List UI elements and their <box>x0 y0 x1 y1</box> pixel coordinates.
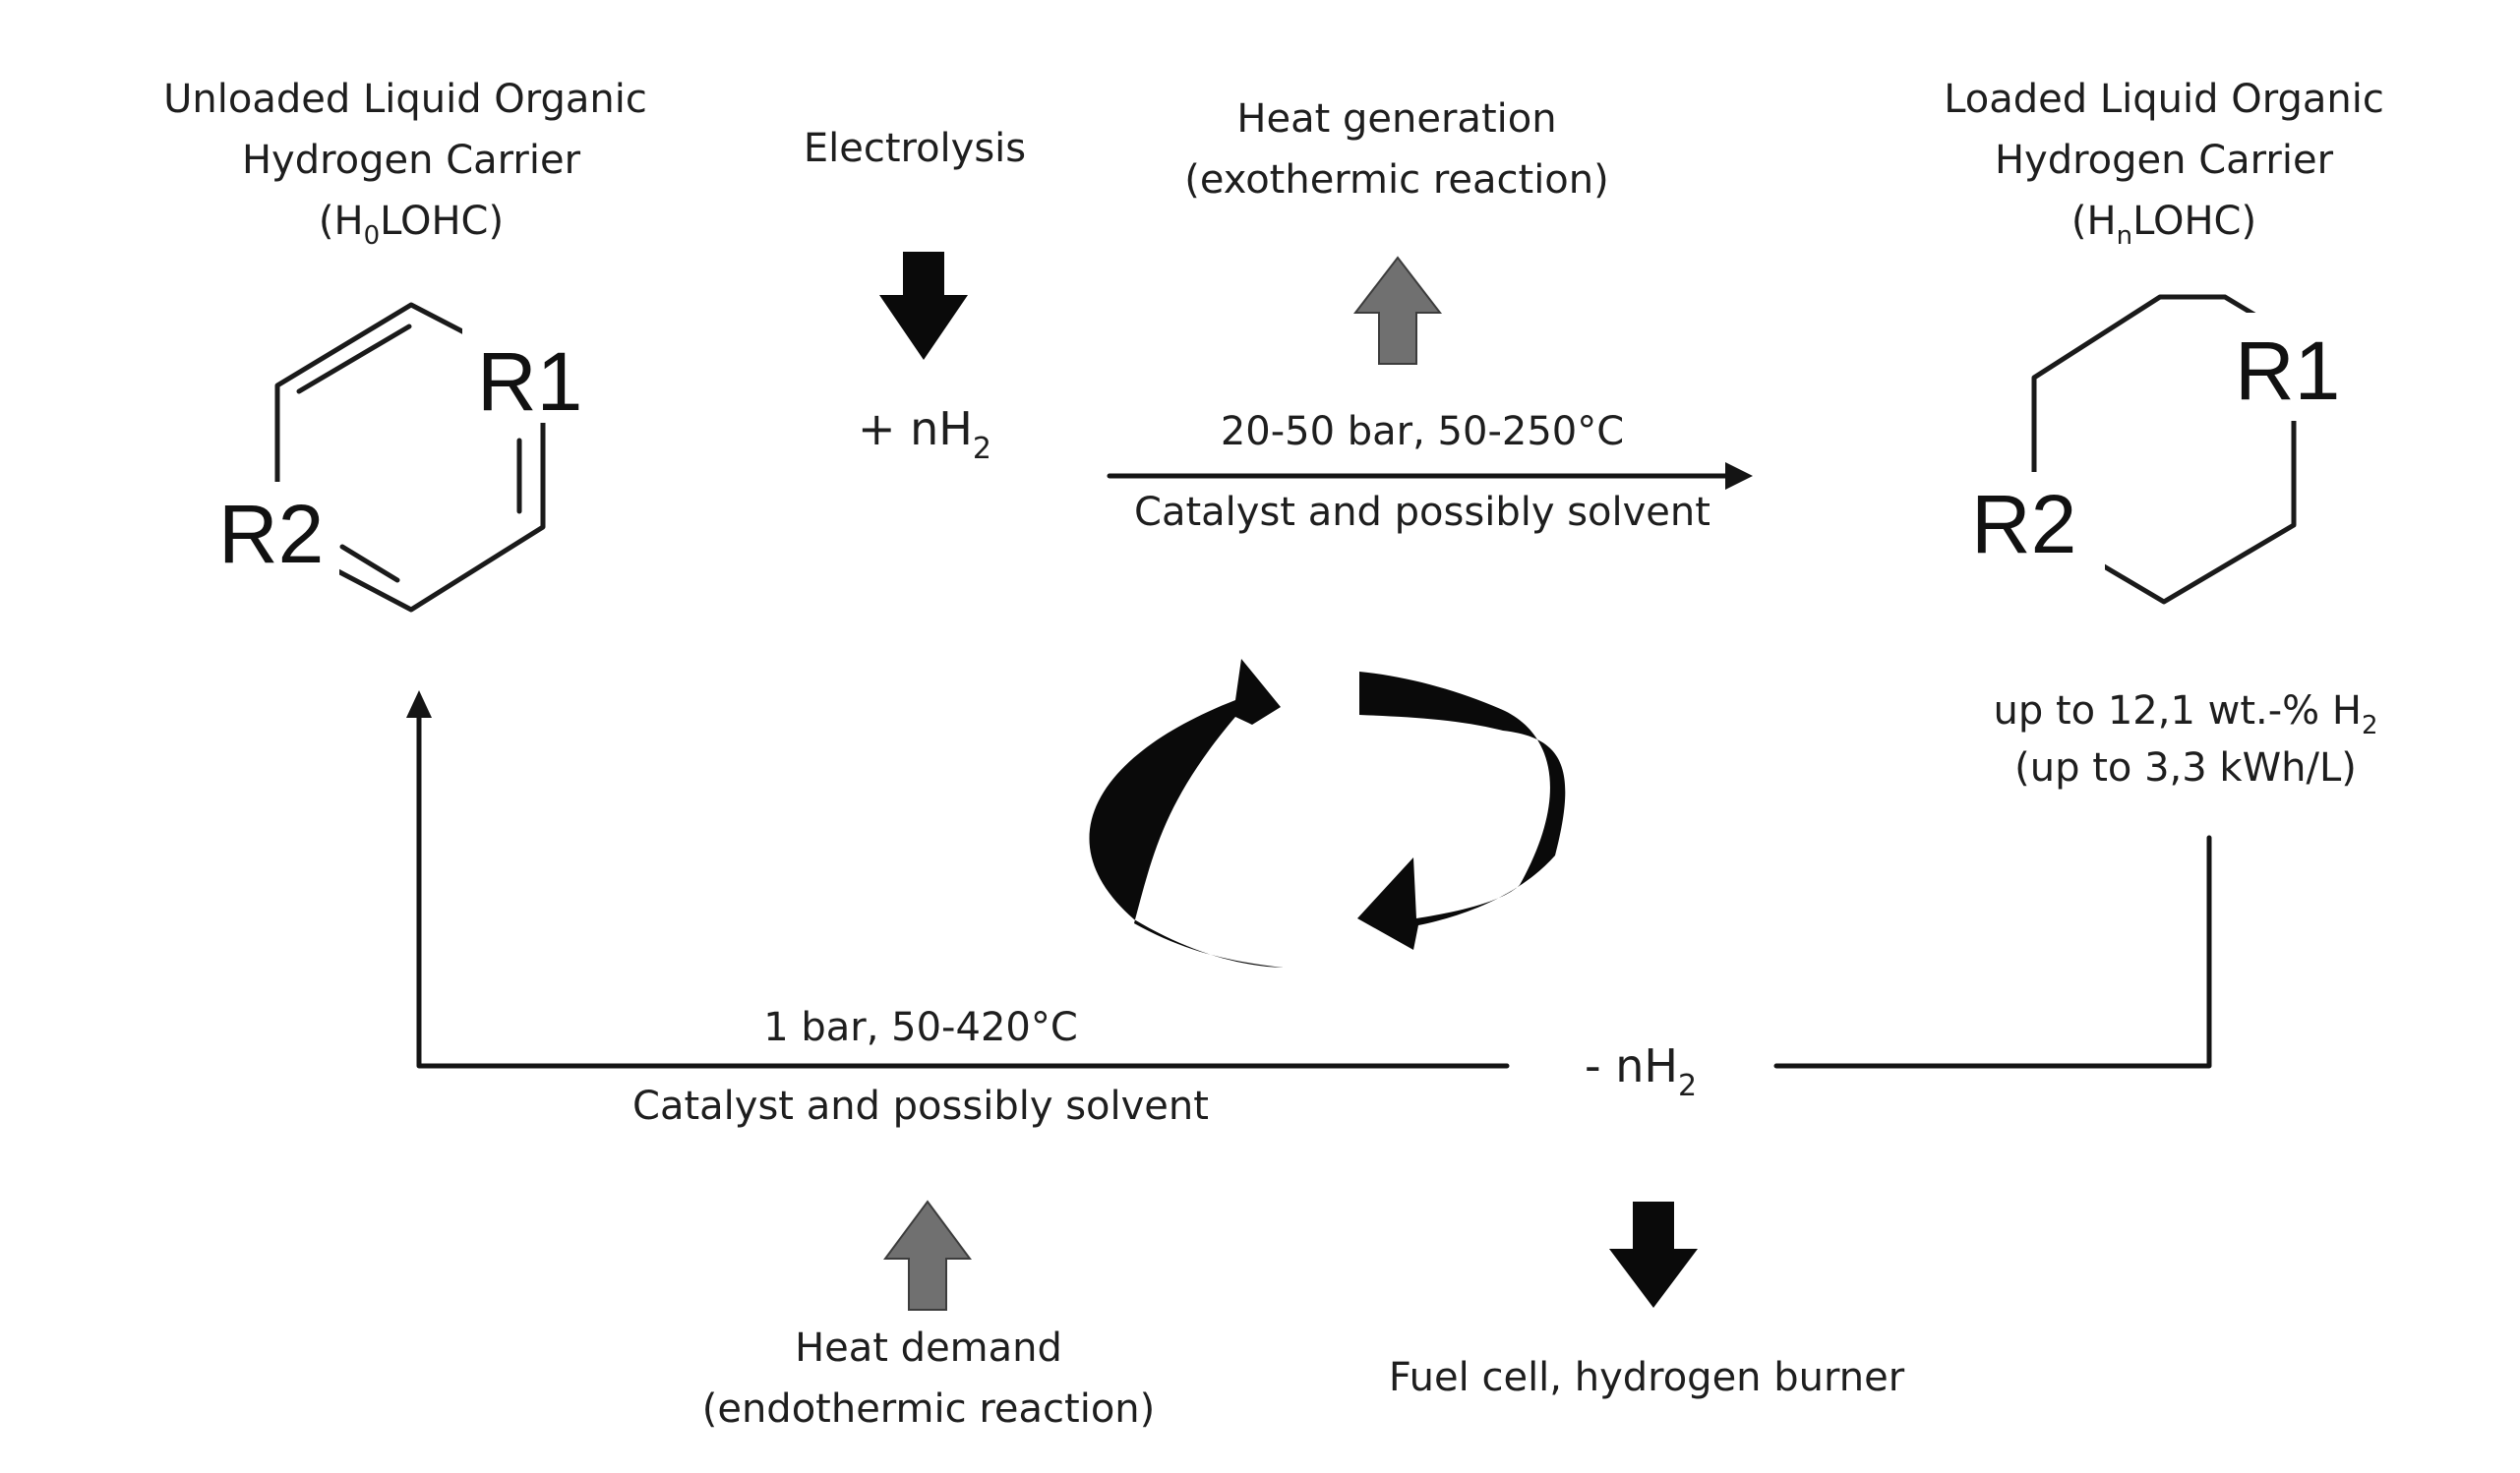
loaded-r1-label: R1 <box>2235 324 2340 417</box>
loaded-energy-density: (up to 3,3 kWh/L) <box>2014 745 2357 791</box>
hydrogenation-group: Heat generation (exothermic reaction) 20… <box>1107 96 1753 535</box>
dehydrogenation-return-line <box>416 705 1510 1069</box>
cycle-arrows <box>1089 659 1566 968</box>
unloaded-ring-structure: R1 R2 <box>211 302 582 613</box>
fuel-cell-label: Fuel cell, hydrogen burner <box>1389 1355 1905 1400</box>
unloaded-r2-label: R2 <box>218 488 324 580</box>
heat-demand-up-arrow <box>883 1200 972 1311</box>
unloaded-title-line1: Unloaded Liquid Organic <box>163 77 647 122</box>
loaded-capacity: up to 12,1 wt.-% H2 <box>1994 688 2378 740</box>
unloaded-r1-label: R1 <box>477 335 582 428</box>
unloaded-lohc-group: Unloaded Liquid Organic Hydrogen Carrier… <box>163 77 647 613</box>
loaded-title-line2: Hydrogen Carrier <box>1995 138 2334 183</box>
loaded-ring-structure: R1 R2 <box>1957 294 2361 605</box>
loaded-formula: (HnLOHC) <box>2071 199 2256 251</box>
loaded-outlet-line <box>1773 835 2212 1069</box>
fuel-cell-down-arrow <box>1609 1202 1698 1308</box>
unloaded-title-line2: Hydrogen Carrier <box>242 138 581 183</box>
heat-demand-label: Heat demand <box>795 1326 1062 1371</box>
hydrogen-input-label: + nH2 <box>858 402 991 466</box>
dehydrogenation-catalyst: Catalyst and possibly solvent <box>632 1084 1209 1129</box>
dehydrogenation-group: 1 bar, 50-420°C Catalyst and possibly so… <box>406 690 2212 1432</box>
electrolysis-group: Electrolysis + nH2 <box>804 126 1026 466</box>
cycle-arrow-right <box>1357 672 1566 950</box>
exothermic-label: (exothermic reaction) <box>1184 157 1609 203</box>
return-arrowhead <box>406 690 432 718</box>
heat-release-up-arrow <box>1352 256 1443 365</box>
hydrogen-release-label: - nH2 <box>1585 1039 1697 1103</box>
electrolysis-down-arrow <box>879 252 968 360</box>
hydrogenation-conditions: 20-50 bar, 50-250°C <box>1221 409 1624 454</box>
unloaded-formula: (H0LOHC) <box>319 199 504 251</box>
cycle-arrow-left <box>1089 659 1284 968</box>
electrolysis-label: Electrolysis <box>804 126 1026 171</box>
loaded-title-line1: Loaded Liquid Organic <box>1944 77 2384 122</box>
hydrogenation-catalyst: Catalyst and possibly solvent <box>1134 490 1710 535</box>
loaded-lohc-group: Loaded Liquid Organic Hydrogen Carrier (… <box>1944 77 2384 791</box>
loaded-r2-label: R2 <box>1971 478 2076 570</box>
heat-generation-label: Heat generation <box>1236 96 1556 142</box>
endothermic-label: (endothermic reaction) <box>702 1386 1156 1432</box>
dehydrogenation-conditions: 1 bar, 50-420°C <box>763 1005 1078 1050</box>
hydrogenation-arrowhead <box>1725 462 1753 490</box>
